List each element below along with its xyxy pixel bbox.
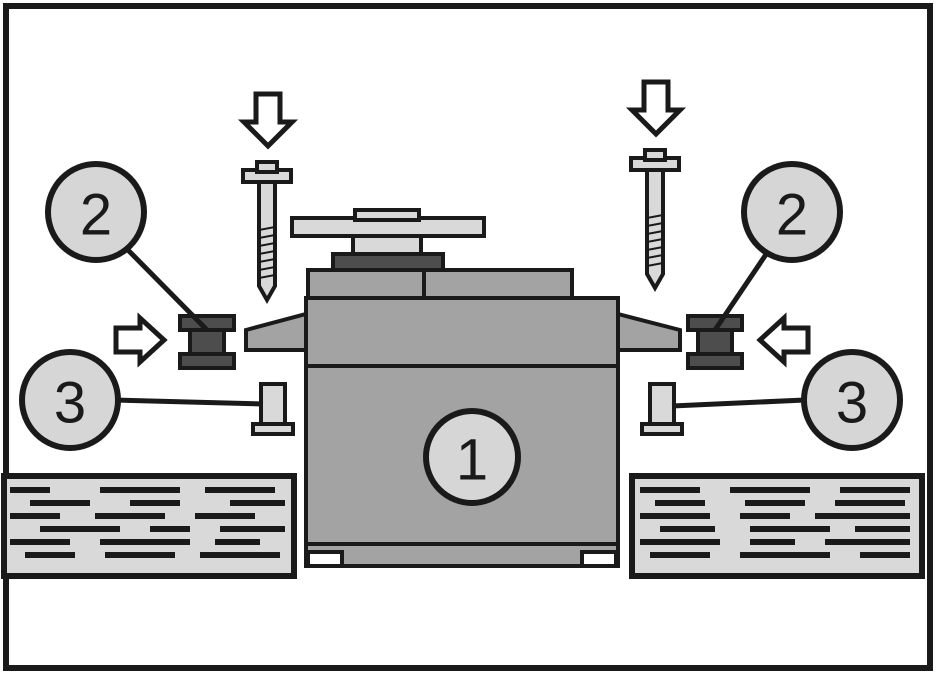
callout-eyelet-right: 3	[801, 349, 903, 451]
servo	[244, 208, 682, 568]
left-arrow-icon	[756, 312, 811, 368]
callout-eyelet-right-label: 3	[836, 371, 868, 436]
left-mounting-rail	[1, 473, 297, 579]
callout-eyelet-left: 3	[19, 349, 121, 451]
right-arrow-icon	[113, 312, 168, 368]
screw-icon	[241, 160, 293, 305]
down-arrow-icon	[625, 79, 687, 138]
callout-grommet-right-label: 2	[776, 183, 808, 248]
callout-grommet-left-label: 2	[80, 183, 112, 248]
callout-servo: 1	[423, 408, 521, 506]
leader-lines	[114, 245, 806, 409]
eyelet-icon	[251, 382, 295, 436]
right-mounting-rail	[629, 473, 925, 579]
grommet-icon	[178, 314, 236, 370]
down-arrow-icon	[237, 91, 299, 150]
callout-eyelet-left-label: 3	[54, 371, 86, 436]
eyelet-icon	[640, 382, 684, 436]
callout-grommet-right: 2	[741, 161, 843, 263]
screw-icon	[629, 148, 681, 293]
callout-grommet-left: 2	[45, 161, 147, 263]
callout-servo-label: 1	[456, 428, 488, 493]
grommet-icon	[686, 314, 744, 370]
